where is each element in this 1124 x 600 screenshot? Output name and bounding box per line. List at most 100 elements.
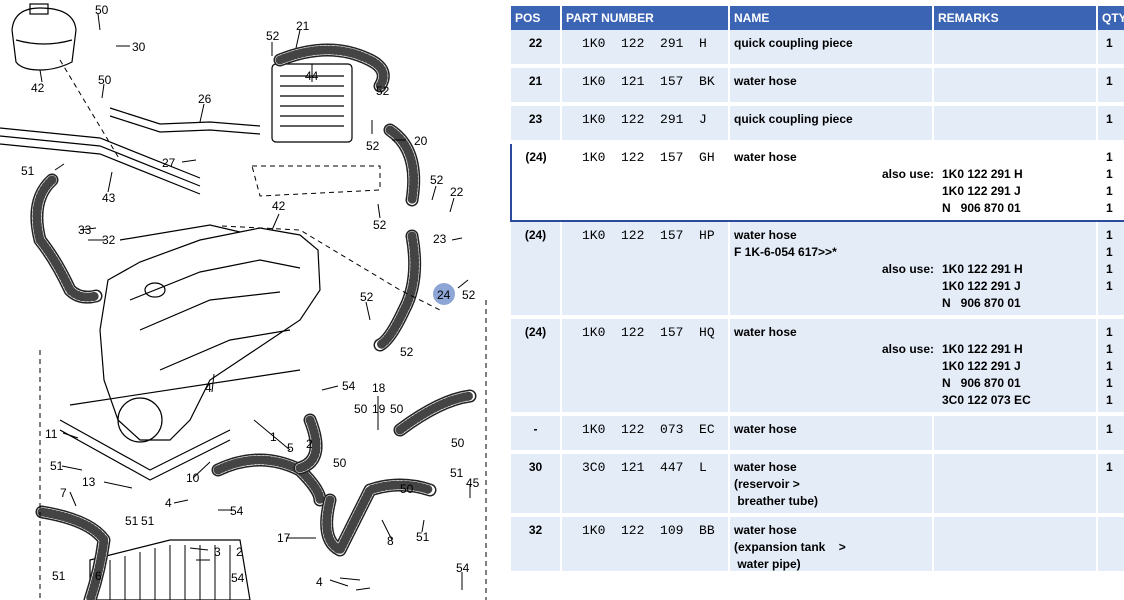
row-remarks	[933, 414, 1098, 454]
qty-line: 1	[1106, 184, 1113, 198]
qty-line: 1	[1106, 228, 1113, 242]
callout-52-c: 52	[366, 139, 380, 153]
callout-6: 6	[95, 569, 102, 583]
callout-52-d: 52	[430, 173, 444, 187]
qty-line: 1	[1106, 112, 1113, 126]
callout-42-b: 42	[272, 199, 286, 213]
name-line: water hose	[734, 228, 797, 242]
row-name-remarks: water hose also use: 1K0 122 291 H 1K0 1…	[729, 141, 1098, 222]
callout-43: 43	[102, 191, 116, 205]
name-line: water hose	[734, 325, 797, 339]
header-part-number[interactable]: PART NUMBER	[561, 6, 730, 30]
also-use-label: also use:	[881, 262, 934, 276]
row-qty: 1 1 1 1	[1097, 221, 1124, 319]
callout-26: 26	[198, 92, 212, 106]
callout-50-f: 50	[333, 456, 347, 470]
row-remarks	[933, 104, 1098, 144]
header-qty[interactable]: QTY	[1097, 6, 1124, 30]
name-line: water hose	[734, 74, 797, 88]
callout-22: 22	[450, 185, 464, 199]
dashed-outlines	[39, 59, 487, 600]
engine-block	[99, 224, 321, 443]
row-part-number: 1K0 122 291 J	[561, 104, 730, 144]
callout-17: 17	[277, 531, 291, 545]
callout-2-b: 2	[236, 545, 243, 559]
callout-27: 27	[162, 156, 176, 170]
also-use-item: 1K0 122 291 H	[942, 342, 1023, 356]
also-use-list: 1K0 122 291 H 1K0 122 291 J N 906 870 01	[942, 166, 1023, 217]
row-name: water hose (reservoir > breather tube)	[729, 452, 934, 517]
callout-52-a: 52	[266, 29, 280, 43]
row-part-number: 1K0 122 157 GH	[561, 141, 730, 222]
row-remarks	[933, 66, 1098, 106]
qty-line: 1	[1106, 36, 1113, 50]
also-use-item: N 906 870 01	[942, 296, 1021, 310]
row-pos: 23	[511, 104, 562, 144]
qty-line: 1	[1106, 359, 1113, 373]
qty-line: 1	[1106, 245, 1113, 259]
callout-2-a: 2	[306, 437, 313, 451]
table-row[interactable]: - 1K0 122 073 EC water hose 1	[511, 414, 1124, 454]
table-row[interactable]: 23 1K0 122 291 J quick coupling piece 1	[511, 104, 1124, 144]
also-use-list: 1K0 122 291 H 1K0 122 291 J N 906 870 01…	[942, 341, 1031, 409]
row-part-number: 3C0 121 447 L	[561, 452, 730, 517]
row-name-remarks: water hose F 1K-6-054 617>>* also use: 1…	[729, 221, 1098, 319]
table-row[interactable]: (24) 1K0 122 157 HQ water hose also use:…	[511, 317, 1124, 416]
callout-54-a: 54	[342, 379, 356, 393]
also-use-item: 1K0 122 291 J	[942, 279, 1021, 293]
callout-32: 32	[102, 233, 116, 247]
row-name-remarks: water hose also use: 1K0 122 291 H 1K0 1…	[729, 317, 1098, 416]
row-qty: 1 1 1 1 1	[1097, 317, 1124, 416]
row-qty: 1 1 1 1	[1097, 141, 1124, 222]
also-use-label: also use:	[881, 342, 934, 356]
table-row[interactable]: (24) 1K0 122 157 HP water hose F 1K-6-05…	[511, 221, 1124, 319]
callout-54-c: 54	[231, 571, 245, 585]
table-row-selected[interactable]: (24) 1K0 122 157 GH water hose also use:…	[510, 141, 1124, 222]
row-pos: (24)	[511, 221, 562, 319]
callout-labels: 50 30 42 50 21 52 44 26 52 20 27 52 51 4…	[21, 3, 480, 589]
header-name[interactable]: NAME	[729, 6, 934, 30]
also-use-item: 3C0 122 073 EC	[942, 393, 1031, 407]
table-row[interactable]: 32 1K0 122 109 BB water hose (expansion …	[511, 515, 1124, 571]
callout-54-d: 54	[456, 561, 470, 575]
row-part-number: 1K0 121 157 BK	[561, 66, 730, 106]
callout-45: 45	[466, 476, 480, 490]
callout-10: 10	[186, 471, 200, 485]
qty-line: 1	[1106, 74, 1113, 88]
name-line: breather tube)	[734, 494, 819, 508]
qty-line: 1	[1106, 150, 1113, 164]
name-line: water hose	[734, 150, 797, 164]
row-part-number: 1K0 122 073 EC	[561, 414, 730, 454]
header-remarks[interactable]: REMARKS	[933, 6, 1098, 30]
qty-line: 1	[1106, 167, 1113, 181]
table-row[interactable]: 30 3C0 121 447 L water hose (reservoir >…	[511, 452, 1124, 517]
row-part-number: 1K0 122 157 HP	[561, 221, 730, 319]
row-pos: 21	[511, 66, 562, 106]
callout-52-h: 52	[400, 345, 414, 359]
table-row[interactable]: 22 1K0 122 291 H quick coupling piece 1	[511, 30, 1124, 68]
also-use-list: 1K0 122 291 H 1K0 122 291 J N 906 870 01	[942, 261, 1023, 312]
header-pos[interactable]: POS	[511, 6, 562, 30]
qty-line: 1	[1106, 393, 1113, 407]
qty-line: 1	[1106, 262, 1113, 276]
row-name: water hose	[729, 414, 934, 454]
callout-4-c: 4	[316, 575, 323, 589]
callout-54-b: 54	[230, 504, 244, 518]
parts-table: POS PART NUMBER NAME REMARKS QTY 22 1K0 …	[510, 6, 1124, 571]
row-part-number: 1K0 122 109 BB	[561, 515, 730, 571]
callout-24: 24	[437, 288, 451, 302]
callout-3: 3	[214, 545, 221, 559]
name-line: water pipe)	[734, 557, 801, 571]
callout-50-e: 50	[451, 436, 465, 450]
callout-52-g: 52	[360, 290, 374, 304]
callout-20: 20	[414, 134, 428, 148]
also-use-item: 1K0 122 291 J	[942, 359, 1021, 373]
also-use-item: 1K0 122 291 J	[942, 184, 1021, 198]
row-name: water hose	[729, 66, 934, 106]
table-row[interactable]: 21 1K0 121 157 BK water hose 1	[511, 66, 1124, 106]
qty-line: 1	[1106, 279, 1113, 293]
callout-24-highlight	[433, 283, 455, 305]
row-pos: (24)	[511, 317, 562, 416]
also-use-item: 1K0 122 291 H	[942, 167, 1023, 181]
qty-line: 1	[1106, 422, 1113, 436]
